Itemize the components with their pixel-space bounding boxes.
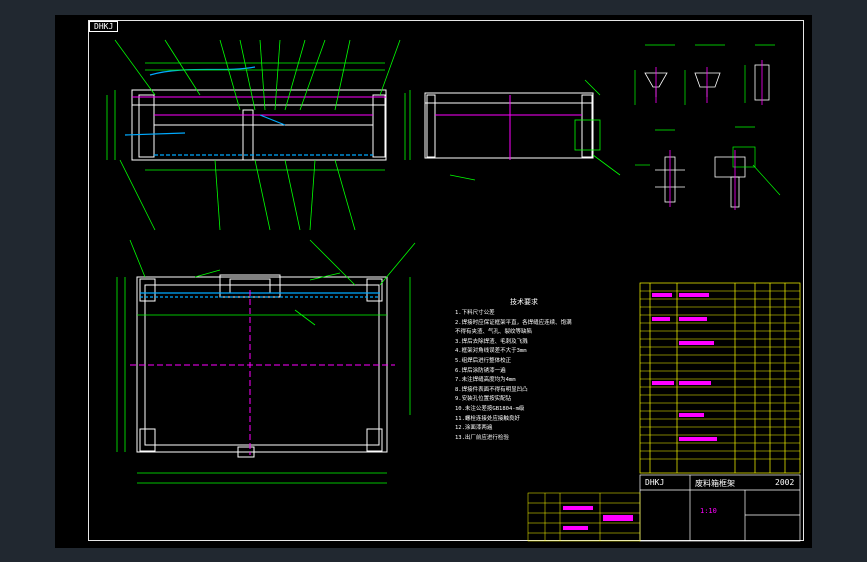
side-centerlines <box>435 95 582 160</box>
plan-leaders <box>140 292 380 298</box>
requirement-item: 10.未注公差按GB1804-m级 <box>455 405 525 412</box>
plan-view <box>136 274 388 458</box>
title-block-code: 2002 <box>775 478 795 487</box>
requirement-item: 13.出厂前应进行检验 <box>455 434 509 441</box>
front-centerlines <box>132 96 386 116</box>
revision-fill <box>563 506 633 530</box>
plan-dimensions <box>116 239 416 484</box>
requirement-item: 12.涂面漆两遍 <box>455 425 493 432</box>
requirements-list: 1.下料尺寸公差 2.焊接时应保证框架平直，各焊缝应连续、饱满 不得有夹渣、气孔… <box>455 309 572 443</box>
side-dimensions <box>404 79 621 181</box>
side-view <box>424 92 594 159</box>
front-view <box>131 89 387 161</box>
requirement-item: 不得有夹渣、气孔、裂纹等缺陷 <box>455 329 533 336</box>
requirement-item: 6.焊后涂防锈漆一遍 <box>455 367 506 374</box>
drawing-frame <box>88 20 804 541</box>
drawing-canvas[interactable]: DHKJ 技术要求 1.下料尺寸公差 2.焊接时应保证框架平直，各焊缝应连续、饱… <box>55 15 812 548</box>
revision-table <box>527 492 641 542</box>
requirement-item: 8.焊接件表面不得有明显凹凸 <box>455 386 528 393</box>
requirement-item: 9.安装孔位置按实配钻 <box>455 396 512 403</box>
detail-centerlines <box>655 60 763 210</box>
requirement-item: 3.焊后去除焊渣、毛刺及飞溅 <box>455 338 528 345</box>
parts-table-fill <box>652 293 717 441</box>
parts-table-rows <box>640 290 800 460</box>
drawing-stamp: DHKJ <box>89 21 119 32</box>
parts-table <box>639 282 801 474</box>
title-block-scale: 1:10 <box>700 507 717 515</box>
front-leaders <box>124 66 373 156</box>
cad-drawing <box>106 39 801 542</box>
requirement-item: 4.框架对角线误差不大于3mm <box>455 348 527 355</box>
requirement-item: 1.下料尺寸公差 <box>455 310 495 316</box>
requirement-item: 5.组焊后进行整体校正 <box>455 357 512 364</box>
requirement-item: 2.焊接时应保证框架平直，各焊缝应连续、饱满 <box>455 319 572 326</box>
plan-centerlines <box>130 290 395 455</box>
requirements-title: 技术要求 <box>510 298 538 306</box>
detail-dimensions <box>634 44 781 196</box>
front-dimensions <box>106 39 411 231</box>
title-block-company: DHKJ <box>645 478 665 487</box>
requirement-item: 7.未注焊缝高度均为4mm <box>455 377 516 384</box>
title-block-drawing-title: 废料箱框架 <box>695 479 735 488</box>
requirement-item: 11.螺栓连接处应接触良好 <box>455 415 520 422</box>
